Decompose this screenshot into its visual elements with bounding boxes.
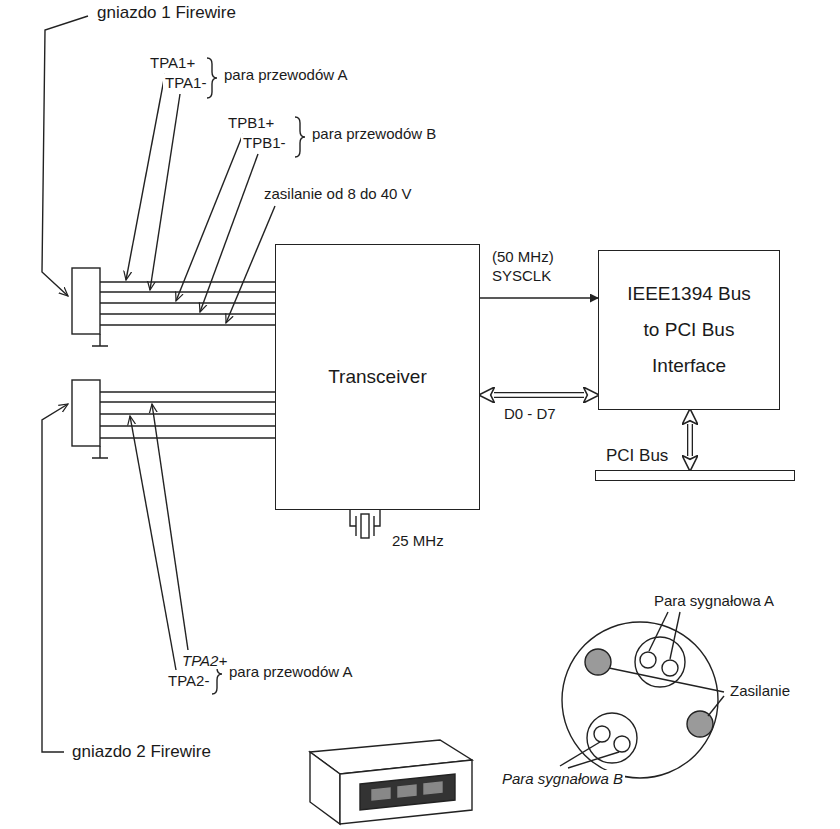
signal-name: TPB1- (241, 134, 288, 151)
pair-label: para przewodów A (222, 66, 349, 83)
leader-line (200, 154, 258, 312)
connector-part-label: Para sygnałowa B (500, 770, 625, 787)
node-text: IEEE1394 Bus to PCI Bus Interface (619, 276, 759, 384)
connector-part-label: Zasilanie (728, 682, 792, 699)
signal-name: TPB1+ (226, 114, 276, 131)
socket-2-wires (100, 392, 275, 438)
signal-arrow (480, 297, 598, 299)
arrowheads (690, 410, 691, 470)
bus-arrow (494, 392, 584, 398)
frequency-label: 25 MHz (390, 532, 446, 549)
sockets (42, 16, 724, 824)
leader-line (126, 74, 165, 280)
socket-1-wires (100, 282, 275, 325)
leader-line (42, 404, 68, 752)
leader-line (609, 668, 724, 692)
signal-name: TPA2+ (180, 652, 229, 669)
leader-line (226, 206, 275, 323)
signal-name: TPA1+ (148, 54, 197, 71)
bus-arrow-core (494, 393, 584, 396)
firewire-socket-drawing (310, 740, 472, 824)
leader-line (130, 416, 176, 670)
bus-arrow-core (688, 424, 691, 456)
socket-2 (72, 380, 100, 446)
socket-label: gniazdo 2 Firewire (70, 742, 213, 762)
pair-label: para przewodów B (310, 125, 438, 142)
ground-symbol (92, 334, 108, 346)
brace (207, 58, 217, 98)
leader-line (150, 94, 180, 290)
leader-line (670, 612, 680, 659)
pci-bus-bar: PCI Bus (595, 470, 795, 481)
edge-label: (50 MHz) SYSCLK (490, 248, 576, 286)
node-text: Transceiver (328, 366, 427, 388)
brace (295, 117, 305, 157)
connector-face (560, 612, 724, 778)
ground-symbol (92, 446, 108, 458)
bus-arrow (687, 424, 693, 456)
interface-box: IEEE1394 Bus to PCI Bus Interface (598, 250, 780, 410)
socket-1 (72, 268, 100, 334)
arrowheads (480, 395, 598, 396)
leader-line (649, 612, 668, 651)
socket-label: gniazdo 1 Firewire (95, 3, 238, 23)
connector-part-label: Para sygnałowa A (652, 592, 776, 609)
signal-name: TPA1- (163, 74, 208, 91)
leader-line (560, 742, 600, 766)
node-text: PCI Bus (606, 446, 668, 466)
pair-label: para przewodów A (227, 663, 354, 680)
leader-line (152, 404, 188, 650)
signal-name: TPA2- (166, 672, 211, 689)
power-label: zasilanie od 8 do 40 V (262, 185, 414, 202)
leader-line (176, 134, 243, 301)
leader-line (42, 16, 88, 296)
edge-label: D0 - D7 (502, 405, 596, 424)
leader-line (568, 752, 619, 768)
leader-line (708, 696, 724, 716)
crystal-symbol (350, 510, 380, 538)
transceiver-box: Transceiver (275, 244, 480, 510)
